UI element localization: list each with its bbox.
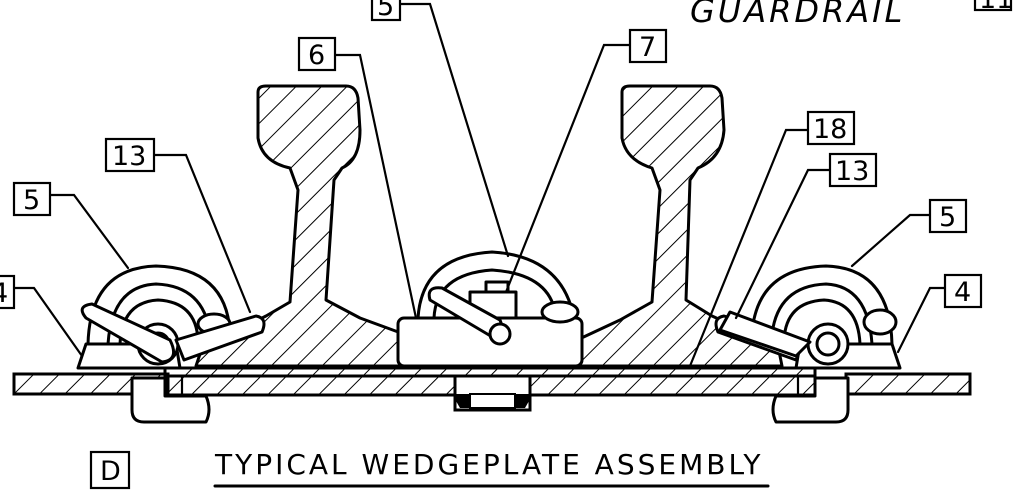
callout-wedge-right: 5 xyxy=(928,198,968,234)
svg-text:18: 18 xyxy=(813,114,847,145)
callout-clip-left: 4 xyxy=(0,274,16,310)
svg-text:5: 5 xyxy=(377,0,394,22)
base-deck xyxy=(12,366,972,424)
callout-wedge-center: 5 xyxy=(370,0,402,22)
right-wedge-assembly xyxy=(714,264,902,370)
left-wedge-assembly xyxy=(76,264,266,370)
leader-lines xyxy=(12,2,947,368)
svg-text:5: 5 xyxy=(23,185,40,216)
callout-wedge-left: 5 xyxy=(12,181,52,217)
drawing-title: TYPICAL WEDGEPLATE ASSEMBLY xyxy=(214,448,763,481)
callout-baseplate: 18 xyxy=(806,110,856,146)
center-wedge-assembly xyxy=(396,250,584,368)
corner-reference-label: 11 xyxy=(979,0,1013,15)
view-label-box: D xyxy=(89,450,131,490)
svg-text:5: 5 xyxy=(939,202,956,233)
svg-text:4: 4 xyxy=(954,277,971,308)
callout-pin-left: 13 xyxy=(104,137,156,173)
callout-clip-right: 4 xyxy=(943,273,983,309)
partial-header-text: GUARDRAIL xyxy=(690,0,905,30)
callout-center-wedge-key: 7 xyxy=(628,28,668,64)
view-label: D xyxy=(100,456,121,487)
svg-text:7: 7 xyxy=(639,32,656,63)
svg-text:13: 13 xyxy=(835,156,869,187)
callout-gauge-block: 6 xyxy=(297,36,337,72)
left-rail xyxy=(194,84,430,368)
corner-reference-box: 11 xyxy=(973,0,1013,15)
svg-text:4: 4 xyxy=(0,278,8,309)
right-rail xyxy=(554,84,784,368)
svg-text:13: 13 xyxy=(112,141,146,172)
callout-pin-right: 13 xyxy=(828,152,878,188)
svg-text:6: 6 xyxy=(308,40,325,71)
